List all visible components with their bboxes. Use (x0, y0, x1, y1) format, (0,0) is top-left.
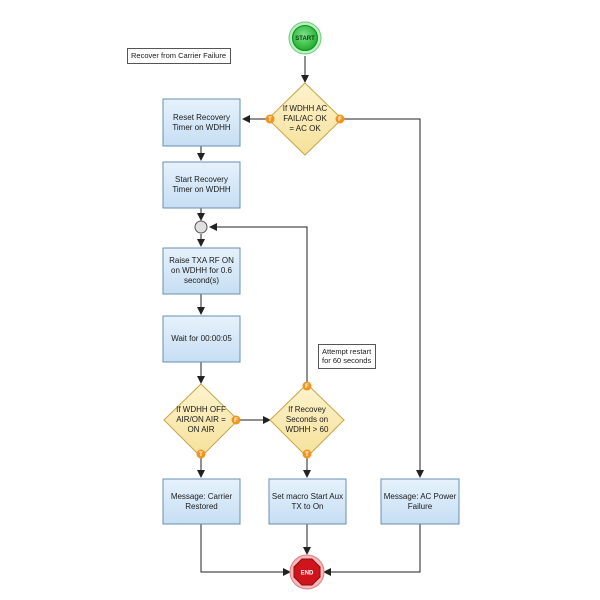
carrier-message-box[interactable] (162, 478, 241, 525)
end-node[interactable]: END (289, 554, 325, 590)
svg-text:F: F (338, 117, 342, 123)
reset-timer-label: Reset Recovery Timer on WDHH (172, 112, 231, 132)
annotation-note: Attempt restart for 60 seconds (318, 344, 376, 369)
carrier-message-label: Message: Carrier Restored (170, 491, 233, 511)
connectors (197, 56, 424, 576)
recovery-check-label: If Recovey Seconds on WDHH > 60 (285, 405, 329, 434)
macro-label: Set macro Start Aux TX to On (271, 491, 344, 511)
junction-node (194, 220, 208, 234)
macro-box[interactable] (268, 478, 347, 525)
connector-carrier-message-to-end (200, 524, 291, 576)
process-steps (162, 98, 460, 525)
wait-label: Wait for 00:00:05 (171, 334, 232, 343)
air-check-label: If WDHH OFF AIR/ON AIR = ON AIR (176, 405, 226, 434)
start-node[interactable]: START (288, 21, 322, 55)
ac-message-box[interactable] (380, 478, 460, 525)
ac-check-label: If WDHH AC FAIL/AC OK = AC OK (282, 104, 328, 133)
svg-text:T: T (199, 452, 203, 458)
svg-text:T: T (305, 452, 309, 458)
raise-txa-label: Raise TXA RF ON on WDHH for 0.6 second(s… (169, 256, 234, 285)
connector-ac-message-to-end (323, 524, 421, 576)
ac-check-false-port: F (335, 114, 345, 124)
port-markers: T F F T F T (196, 114, 345, 459)
recovery-check-false-port: F (302, 381, 312, 391)
ac-message-label: Message: AC Power Failure (383, 491, 457, 511)
end-label: END (301, 570, 314, 576)
air-check-false-port: F (231, 415, 241, 425)
wait-box[interactable] (162, 315, 241, 363)
start-timer-label: Start Recovery Timer on WDHH (172, 175, 231, 194)
connector-recovery-check-loop (209, 223, 308, 383)
end-octagon (293, 558, 321, 586)
diagram-title: Recover from Carrier Failure (127, 48, 231, 64)
decision-shapes (163, 82, 345, 458)
svg-text:F: F (305, 384, 309, 390)
reset-timer-box[interactable] (162, 98, 241, 147)
raise-txa-box[interactable] (162, 247, 241, 295)
start-circle (292, 25, 318, 51)
recovery-check-true-port: T (302, 449, 312, 459)
start-label: START (295, 36, 315, 42)
ac-check-diamond[interactable] (267, 82, 343, 156)
svg-text:F: F (234, 418, 238, 424)
svg-text:T: T (268, 117, 272, 123)
air-check-true-port: T (196, 449, 206, 459)
ac-check-true-port: T (265, 114, 275, 124)
start-timer-box[interactable] (162, 161, 241, 209)
connector-ac-check-to-ac-message (342, 118, 424, 478)
